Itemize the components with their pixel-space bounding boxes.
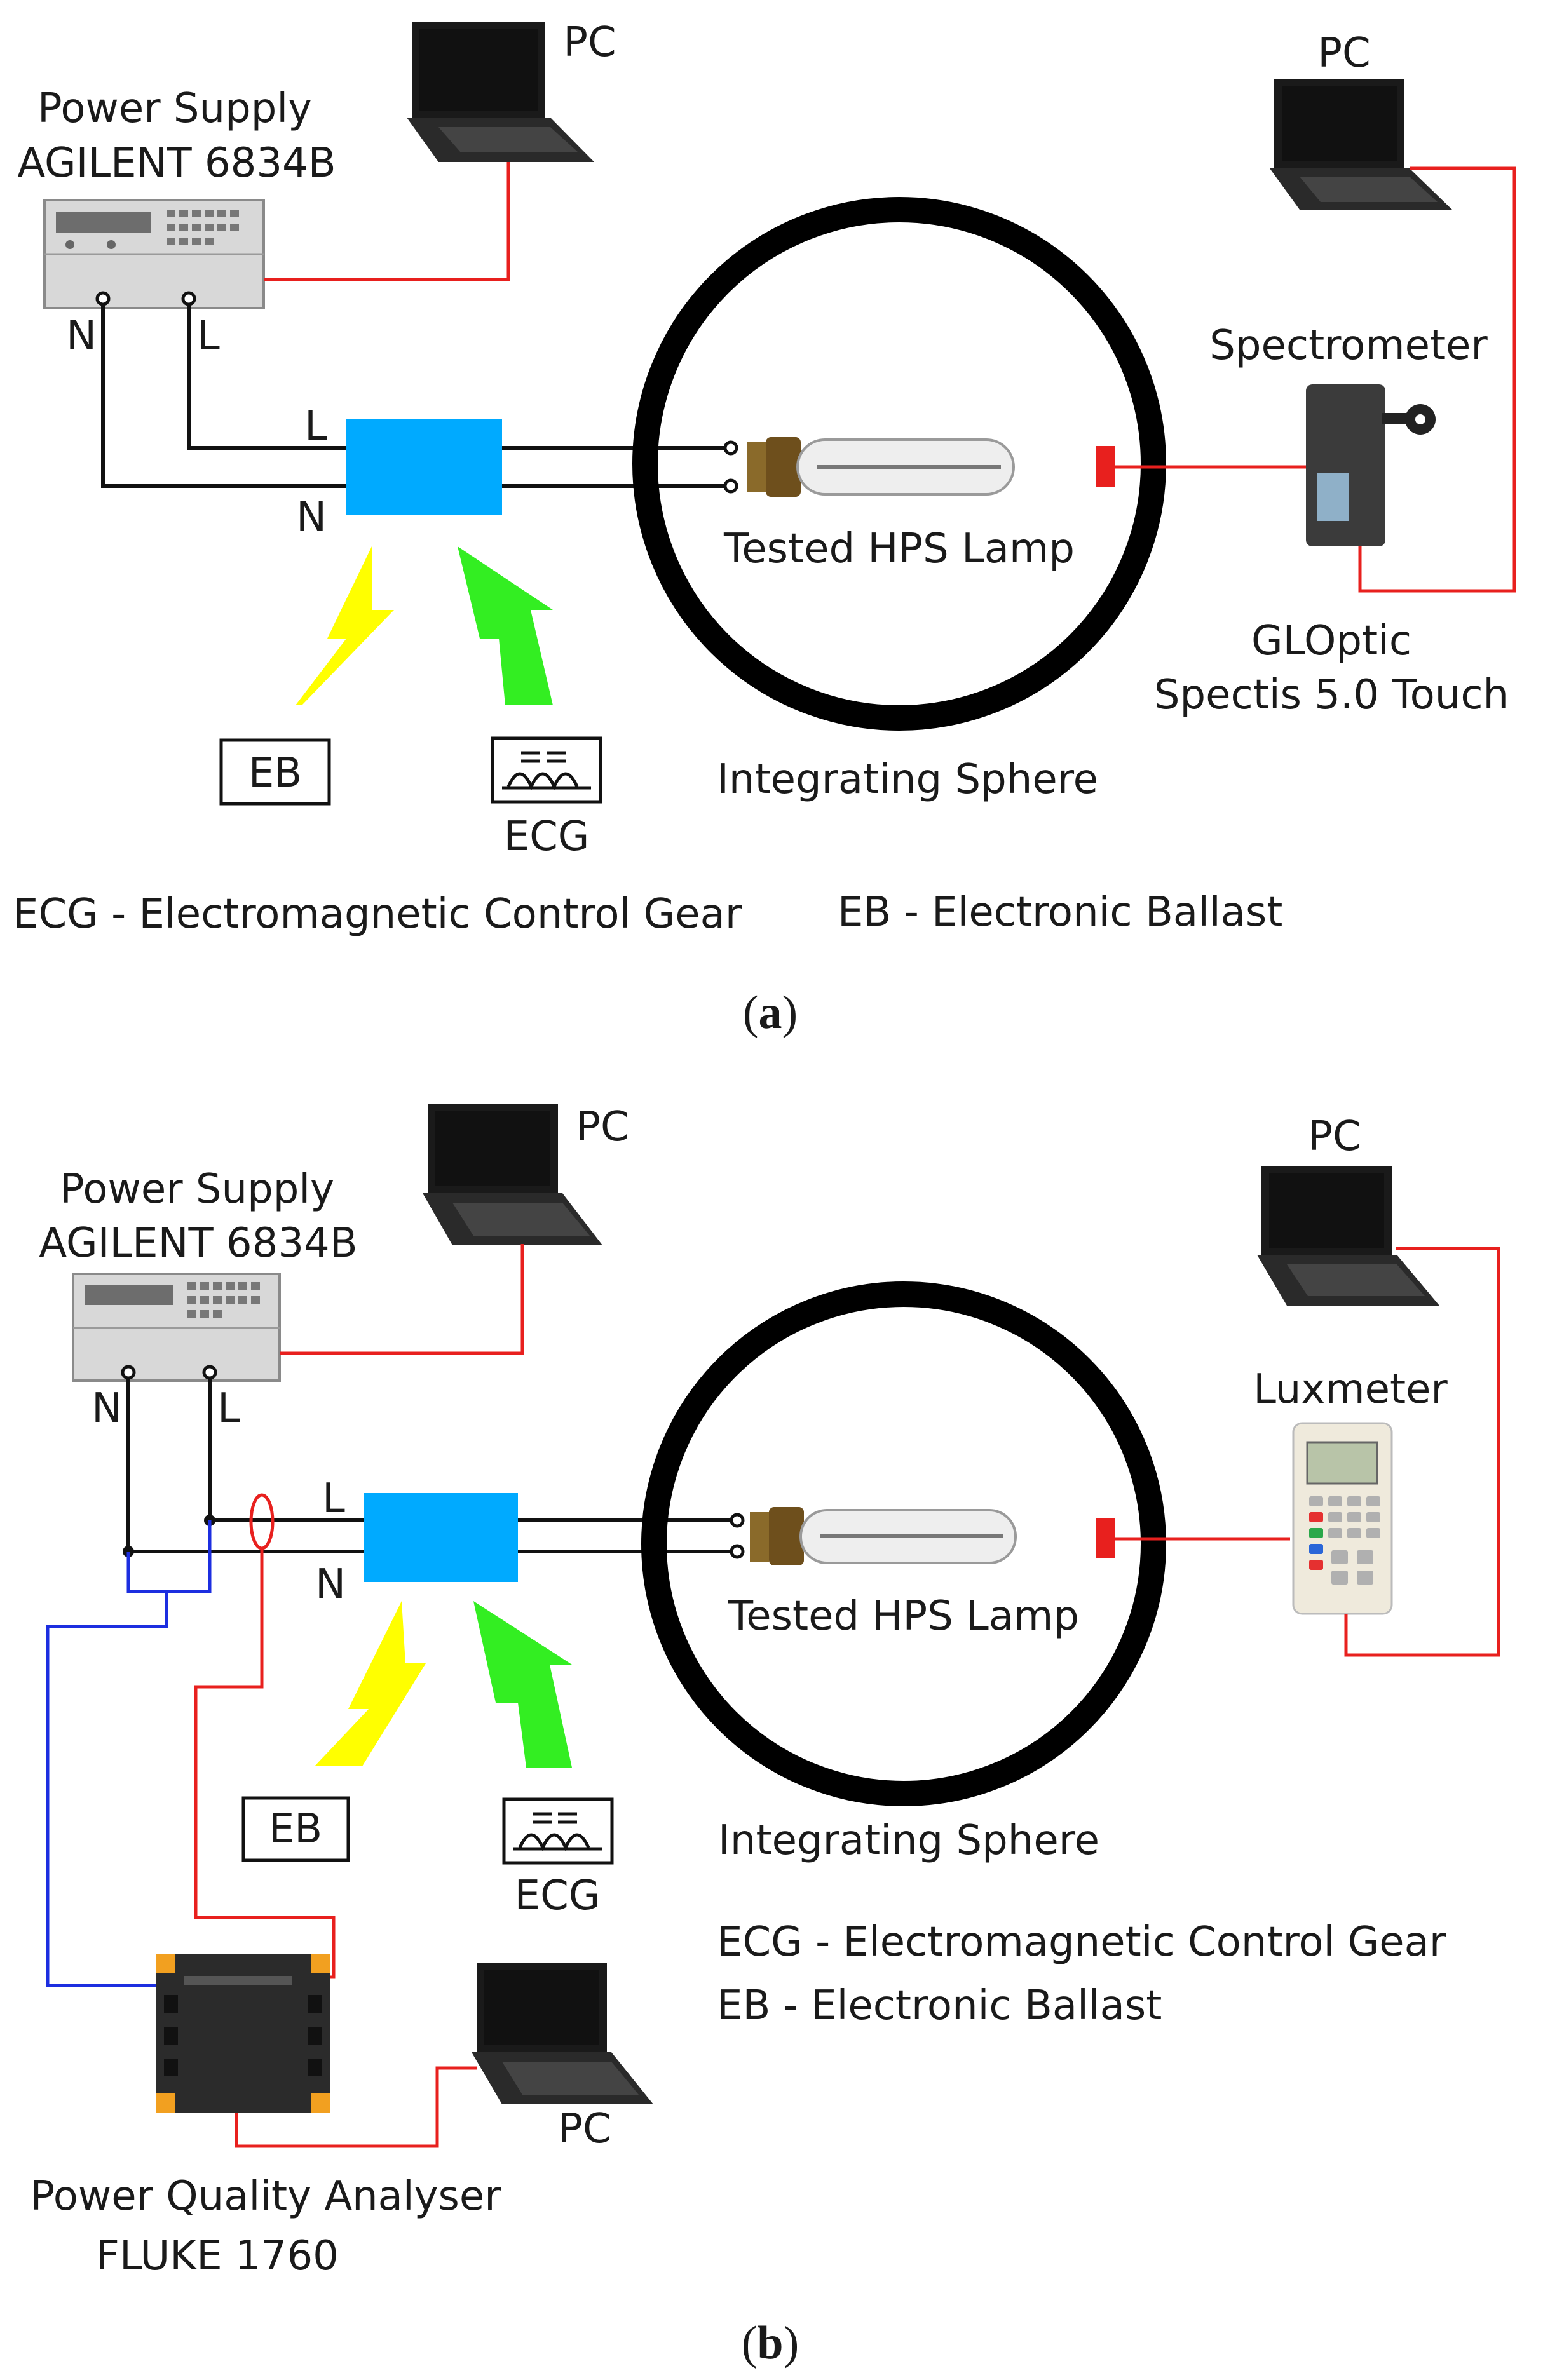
power-supply-label-a-line2: AGILENT 6834B bbox=[17, 140, 336, 187]
pc-bottom-label-b: PC bbox=[558, 2106, 611, 2153]
sphere-label-a: Integrating Sphere bbox=[717, 756, 1098, 803]
luxmeter-pc-cable bbox=[1344, 1247, 1500, 1657]
laptop-icon bbox=[1257, 1166, 1439, 1306]
line-l-label-b: L bbox=[322, 1475, 345, 1522]
voltage-wire-n bbox=[46, 1552, 168, 1987]
caption-a-close: ) bbox=[782, 987, 798, 1039]
power-supply-label-b-line1: Power Supply bbox=[60, 1166, 334, 1213]
ecg-label-b: ECG bbox=[515, 1872, 601, 1919]
pc-cable-b bbox=[280, 1244, 524, 1355]
caption-b: (b) bbox=[742, 2317, 799, 2369]
inductor-icon bbox=[491, 736, 602, 804]
line-n-label-a: N bbox=[296, 494, 327, 541]
pc-label-b: PC bbox=[576, 1104, 629, 1151]
lamp-label-a: Tested HPS Lamp bbox=[723, 525, 1075, 572]
terminal-n-label-a: N bbox=[66, 313, 97, 360]
lamp-contact-2-b bbox=[730, 1544, 745, 1559]
luxmeter-label: Luxmeter bbox=[1253, 1366, 1448, 1413]
analyser-label-line1: Power Quality Analyser bbox=[30, 2173, 501, 2220]
line-l-label-a: L bbox=[304, 403, 327, 450]
lamp-contact-2-a bbox=[723, 478, 738, 494]
wire-n-b bbox=[126, 1378, 364, 1553]
sensor-port-a bbox=[1096, 446, 1115, 487]
caption-a-open: ( bbox=[743, 987, 759, 1039]
ballast-box-a bbox=[346, 419, 502, 515]
power-supply-a bbox=[43, 199, 265, 309]
eb-box-a bbox=[219, 738, 331, 806]
lamp-label-b: Tested HPS Lamp bbox=[728, 1593, 1079, 1640]
analyser-pc-cable bbox=[235, 2066, 477, 2148]
line-n-label-b: N bbox=[315, 1561, 346, 1608]
clamp-cable bbox=[194, 1548, 336, 1979]
caption-a: (a) bbox=[743, 987, 798, 1039]
legend-ecg-a: ECG - Electromagnetic Control Gear bbox=[13, 891, 742, 938]
laptop-icon bbox=[407, 22, 594, 162]
panel-b: Power Supply AGILENT 6834B N L L N bbox=[30, 1104, 1500, 2369]
panel-a: Power Supply AGILENT 6834B N L L N bbox=[13, 19, 1516, 1039]
power-supply-b bbox=[72, 1273, 281, 1382]
ecg-label-a: ECG bbox=[504, 813, 590, 860]
lamp-contact-1-a bbox=[723, 440, 738, 456]
sensor-port-b bbox=[1096, 1518, 1115, 1558]
integrating-sphere-b bbox=[641, 1281, 1166, 1806]
pc-cable-a bbox=[264, 162, 510, 281]
terminal-n-label-b: N bbox=[92, 1385, 122, 1432]
caption-b-letter: b bbox=[757, 2317, 783, 2369]
hps-lamp-b bbox=[750, 1507, 1017, 1565]
caption-b-close: ) bbox=[784, 2317, 799, 2369]
inductor-icon bbox=[502, 1797, 614, 1865]
pc-right-label-b: PC bbox=[1308, 1113, 1361, 1160]
eb-box-b bbox=[241, 1796, 350, 1862]
pc-right-label-a: PC bbox=[1317, 30, 1370, 77]
spectrometer-model-line2: Spectis 5.0 Touch bbox=[1154, 672, 1509, 719]
ballast-box-b bbox=[364, 1493, 518, 1582]
power-quality-analyser-device bbox=[156, 1954, 330, 2113]
laptop-icon bbox=[423, 1104, 602, 1245]
ecg-arrow-a bbox=[458, 546, 553, 705]
terminal-n-a bbox=[95, 291, 111, 306]
caption-b-open: ( bbox=[742, 2317, 758, 2369]
laptop-icon bbox=[472, 1963, 653, 2104]
eb-box-label-b: EB bbox=[269, 1806, 322, 1853]
pc-label-a: PC bbox=[563, 19, 616, 66]
terminal-l-label-b: L bbox=[217, 1385, 240, 1432]
analyser-label-line2: FLUKE 1760 bbox=[96, 2233, 339, 2280]
hps-lamp-a bbox=[747, 437, 1015, 497]
terminal-l-label-a: L bbox=[197, 313, 220, 360]
legend-eb-a: EB - Electronic Ballast bbox=[838, 889, 1282, 936]
eb-arrow-b bbox=[315, 1601, 426, 1766]
laptop-icon bbox=[1270, 79, 1452, 210]
terminal-l-a bbox=[181, 291, 196, 306]
spectrometer-label: Spectrometer bbox=[1209, 322, 1488, 369]
luxmeter-device bbox=[1292, 1422, 1393, 1615]
eb-box-label-a: EB bbox=[248, 750, 302, 797]
spectrometer-model-line1: GLOptic bbox=[1251, 618, 1411, 665]
voltage-wire-l bbox=[167, 1520, 212, 1593]
integrating-sphere-a bbox=[632, 197, 1166, 731]
spectrometer-device bbox=[1306, 384, 1436, 546]
wire-l-a bbox=[187, 304, 346, 450]
legend-ecg-b: ECG - Electromagnetic Control Gear bbox=[717, 1919, 1446, 1966]
eb-arrow-a bbox=[296, 546, 394, 705]
terminal-l-b bbox=[202, 1365, 217, 1380]
legend-eb-b: EB - Electronic Ballast bbox=[717, 1982, 1162, 2029]
caption-a-letter: a bbox=[759, 987, 782, 1039]
wire-n-a bbox=[101, 304, 346, 488]
ecg-arrow-b bbox=[473, 1601, 572, 1768]
terminal-n-b bbox=[121, 1365, 136, 1380]
sphere-label-b: Integrating Sphere bbox=[718, 1817, 1099, 1864]
power-supply-label-a-line1: Power Supply bbox=[37, 85, 312, 132]
spectrometer-pc-cable-a bbox=[1358, 166, 1516, 593]
lamp-contact-1-b bbox=[730, 1513, 745, 1528]
power-supply-label-b-line2: AGILENT 6834B bbox=[39, 1220, 357, 1267]
